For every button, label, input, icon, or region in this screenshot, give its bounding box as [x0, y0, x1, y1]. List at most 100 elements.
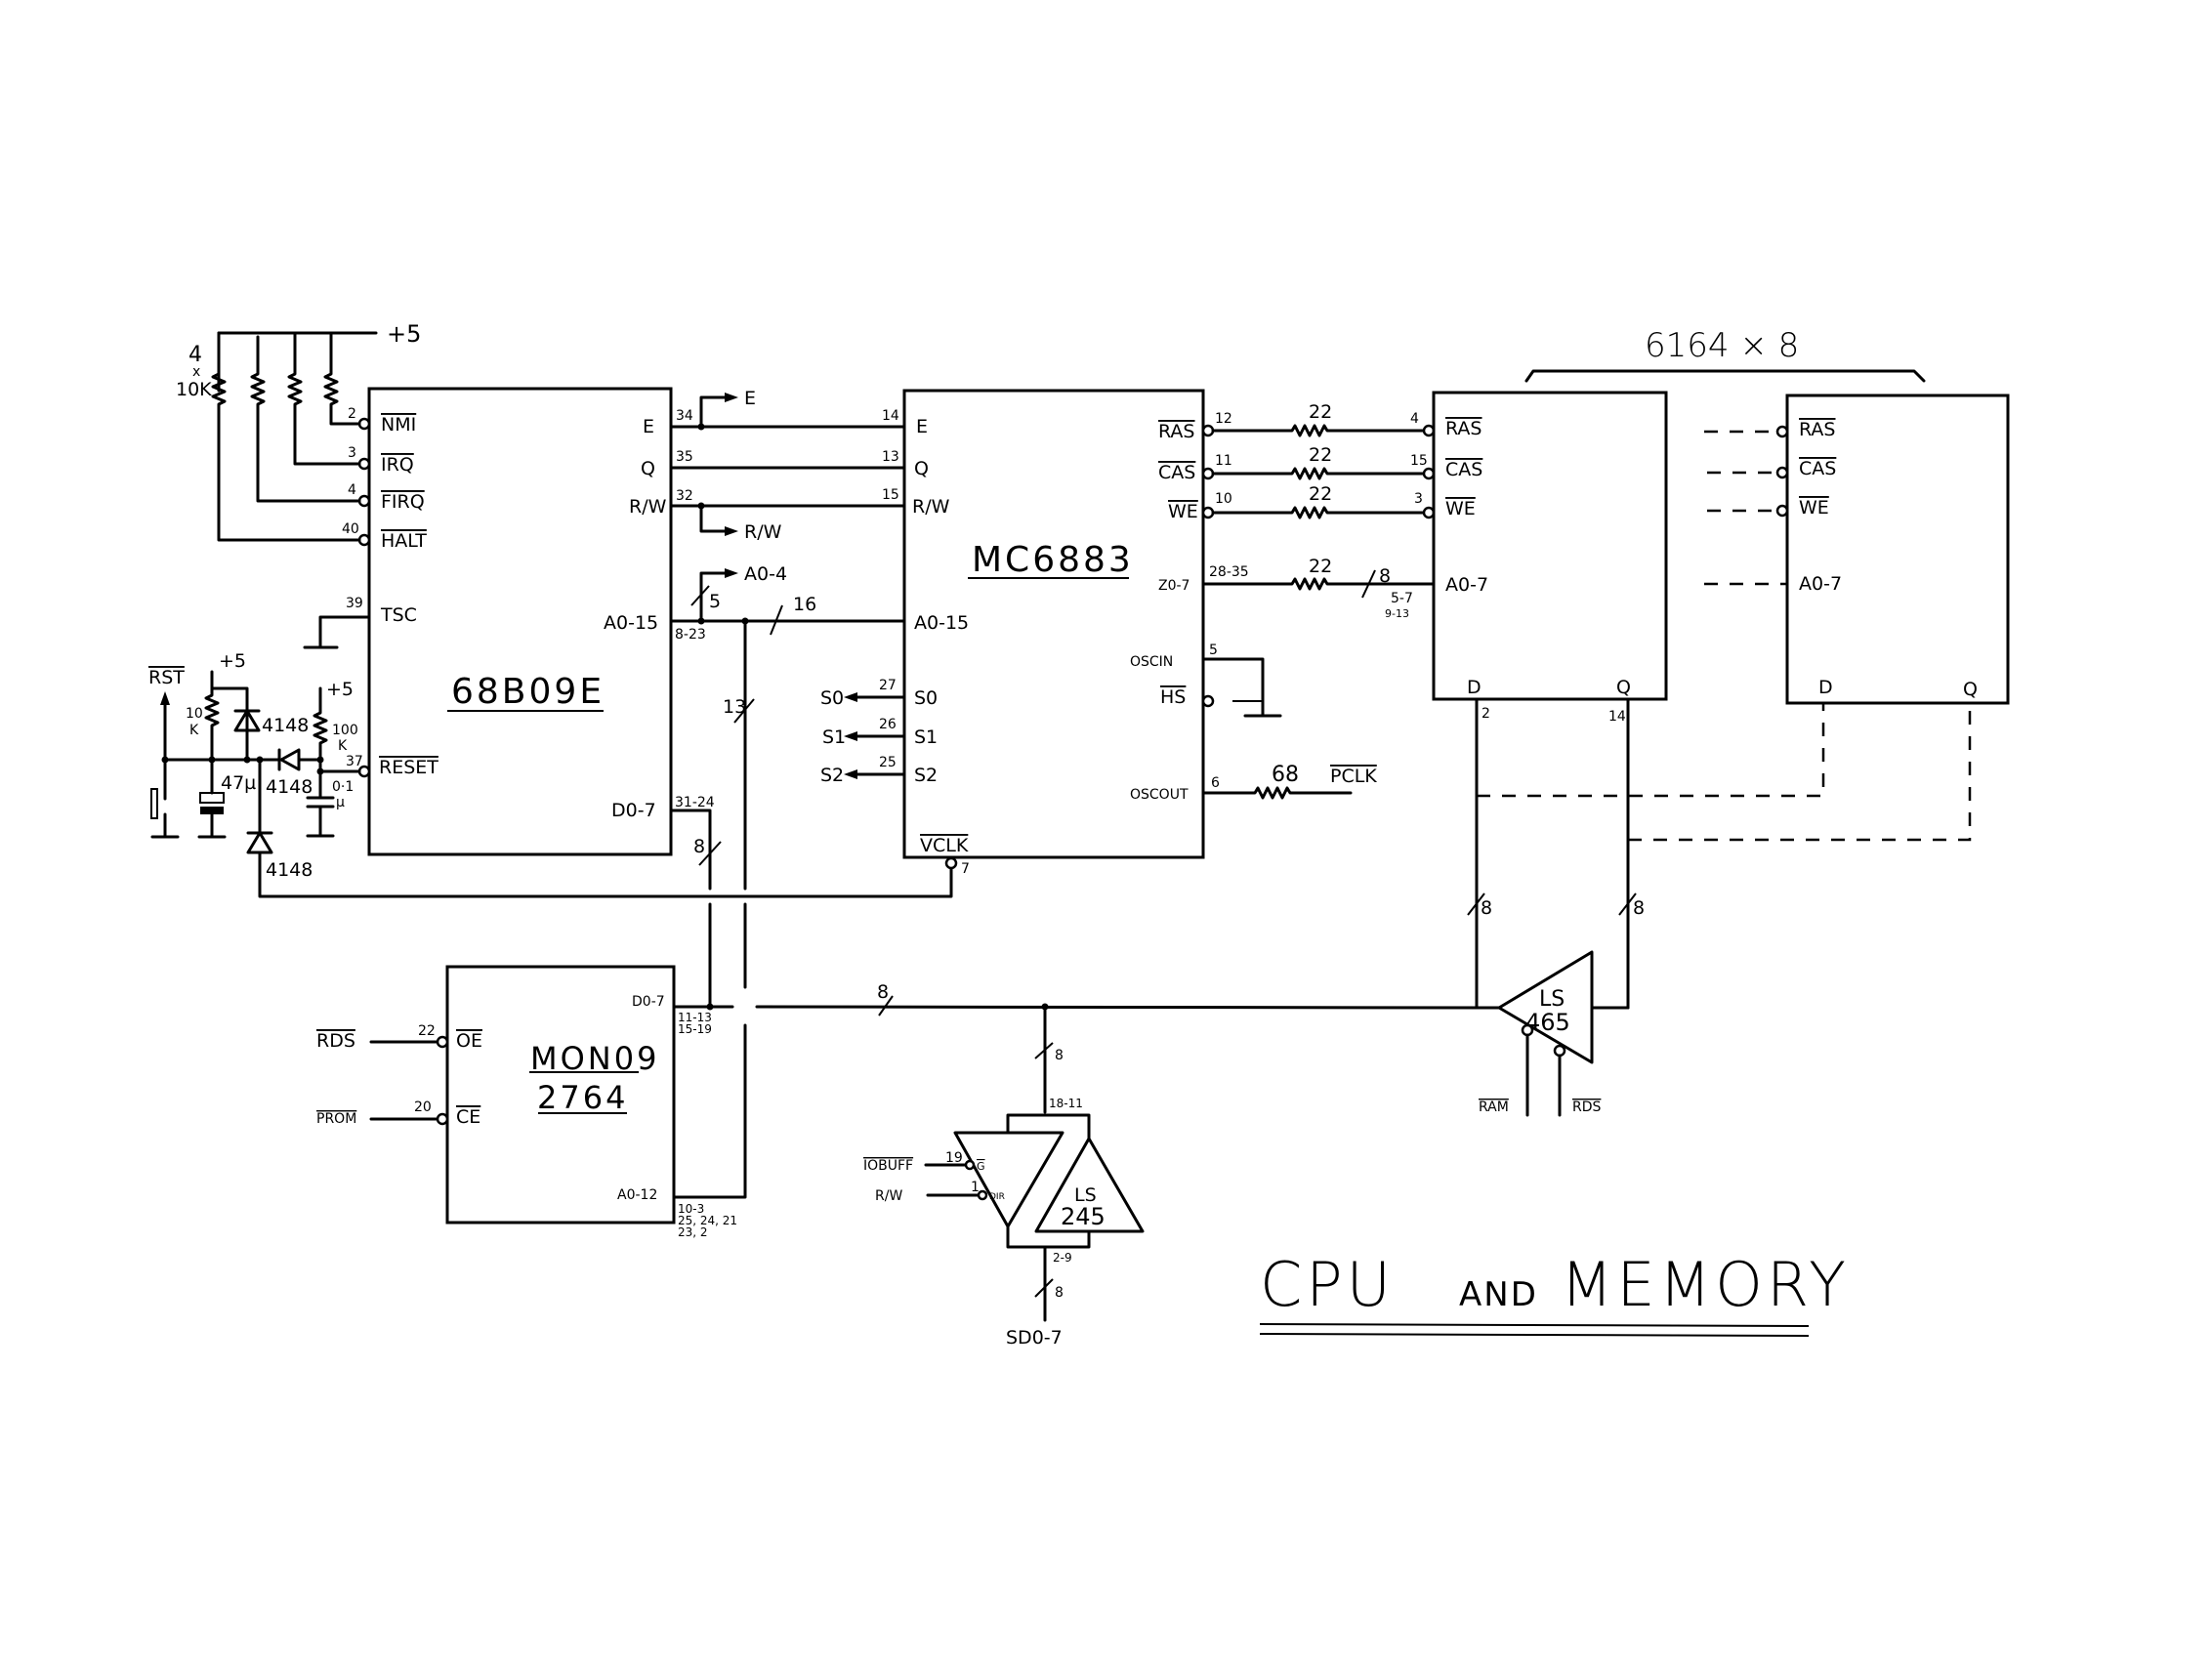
pin-label-d: D: [1818, 677, 1833, 698]
ram8-we-bubble: [1775, 504, 1789, 518]
rds-signal-label: RDS: [1572, 1100, 1602, 1115]
pin-num: 31-24: [675, 795, 715, 810]
pin-num: 3: [348, 445, 356, 461]
prom-body: [445, 965, 676, 1224]
junction-dot: [697, 423, 705, 431]
pin-label-s2: S2: [914, 765, 938, 786]
sam-body: [902, 389, 1205, 859]
ram8-ras-bubble: [1775, 425, 1789, 438]
title-and: AND: [1459, 1275, 1538, 1314]
pin-label-ce: CE: [456, 1106, 480, 1128]
resistor-value: 10K: [176, 379, 212, 400]
bus-width-label: 8: [1055, 1048, 1064, 1063]
pin-label-halt: HALT: [381, 530, 427, 552]
resistor-68: [1201, 786, 1353, 800]
resistor-unit: K: [338, 738, 348, 754]
resistor-value: 100: [332, 723, 358, 738]
junction-dot: [697, 502, 705, 510]
rw-signal-label: R/W: [875, 1188, 902, 1204]
arrow-left-icon: [844, 692, 857, 702]
e-branch: [699, 395, 732, 429]
main-data-bus: 8: [672, 981, 1501, 1017]
pin-num: 4: [1410, 411, 1419, 427]
sam-mc6883: MC6883 E Q R/W A0-15 S0 S1 S2 S0 27 S1 2…: [820, 389, 1377, 877]
resistor-irq: [287, 331, 361, 466]
pin-label-a0-7: A0-7: [1445, 574, 1488, 596]
pin-label-z0-7: Z0-7: [1158, 578, 1189, 594]
cap-unit: µ: [336, 795, 345, 810]
resistor-100k: [313, 686, 361, 773]
cap-value: 0·1: [332, 779, 354, 795]
dashed-q-wire: [1628, 703, 1972, 842]
sam-ram-wiring: 12 22 4 11 22 15 10 22 3 28-35 22 8 5-7 …: [1201, 401, 1436, 620]
ls245-bottom-bus: [1006, 1224, 1091, 1249]
pin-num: 37: [346, 754, 363, 769]
pin-label-dir: DIR: [989, 1192, 1005, 1202]
pin-num: 7: [961, 861, 970, 877]
resistor-unit: K: [189, 723, 199, 738]
a0-4-branch: [699, 571, 732, 623]
ram-signal-label: RAM: [1479, 1100, 1509, 1115]
pin-num: 2: [1482, 706, 1490, 722]
pin-range: 15-19: [678, 1022, 712, 1036]
junction-dot: [161, 756, 169, 764]
arrow-right-icon: [725, 393, 738, 402]
pin-num: 26: [879, 717, 897, 732]
s2-output-label: S2: [820, 765, 844, 786]
diode-symbol: [246, 831, 273, 854]
diode-label: 4148: [266, 776, 313, 798]
pin-label-cas: CAS: [1799, 458, 1836, 479]
pin-num: 10: [1215, 491, 1232, 507]
cpu-sam-wiring: E 14 13 R/W 15 A0-4 5 16 13 8: [669, 388, 906, 1199]
diode-symbol: [279, 748, 301, 771]
resistor-count: 4: [188, 343, 202, 367]
pin-num: 22: [418, 1023, 436, 1039]
resistor-value: 22: [1309, 444, 1332, 466]
pin-label-rw: R/W: [912, 496, 950, 518]
bus-width-label: 8: [1055, 1285, 1064, 1301]
pin-label-a0-12: A0-12: [617, 1187, 657, 1203]
pin-num: 14: [1608, 709, 1626, 725]
bus-width-label: 8: [1481, 897, 1492, 919]
pin-num: 34: [676, 408, 693, 424]
bus-width-slash: [1034, 1278, 1054, 1298]
resistor-value: 22: [1309, 401, 1332, 423]
prom-2764: MON09 2764 RDS 22 OE PROM 20 CE D0-7 11-…: [316, 965, 737, 1239]
pclk-label: PCLK: [1330, 766, 1377, 787]
sam-name: MC6883: [972, 540, 1134, 580]
pin-label-e: E: [916, 416, 928, 437]
pin-label-e: E: [643, 416, 654, 437]
oe-bubble: [436, 1035, 449, 1049]
pin-num: 3: [1414, 491, 1423, 507]
bus-width-slash: [1034, 1042, 1054, 1059]
prom-part: 2764: [537, 1079, 628, 1116]
resistor-firq: [250, 335, 361, 503]
bus-width-slash: [770, 604, 783, 636]
pin-range: 5-7: [1391, 591, 1413, 606]
cpu-data-wire: [669, 809, 712, 891]
bus-width-slash: [698, 841, 722, 866]
pin-label-a0-7: A0-7: [1799, 573, 1842, 595]
e-output-label: E: [744, 388, 756, 409]
rst-label: RST: [148, 667, 185, 688]
pin-num: 2: [348, 406, 356, 422]
pin-range: 2-9: [1053, 1251, 1072, 1265]
resistor-z-bus: [1201, 577, 1436, 591]
pin-label-ras: RAS: [1799, 419, 1836, 440]
title-underline: [1259, 1323, 1810, 1327]
bus-width-label: 5: [709, 591, 721, 612]
diode-symbol: [233, 709, 261, 732]
pin-label-oe: OE: [456, 1030, 482, 1052]
pin-label-nmi: NMI: [381, 414, 416, 436]
title-cpu: CPU: [1260, 1249, 1395, 1320]
ram-group-brace: [1524, 369, 1926, 383]
s0-output-label: S0: [820, 687, 844, 709]
pin-label-oscin: OSCIN: [1130, 654, 1173, 670]
pin-num: 15: [882, 487, 899, 503]
a0-4-output-label: A0-4: [744, 563, 787, 585]
prom-address-wire: [672, 1023, 747, 1199]
pin-num: 40: [342, 521, 359, 537]
pin-num: 6: [1211, 775, 1220, 791]
g-bubble: [964, 1159, 976, 1171]
